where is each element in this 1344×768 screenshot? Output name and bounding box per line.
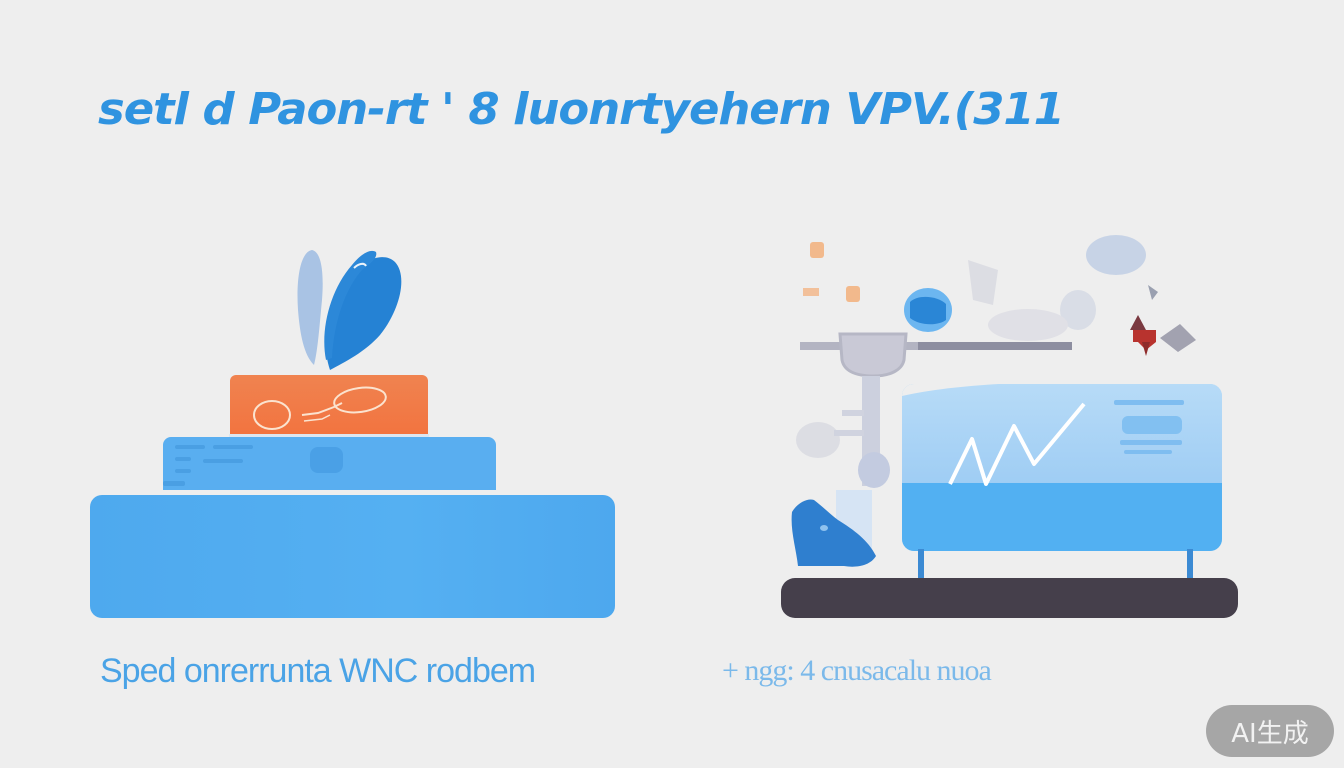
decor-line [175,445,205,449]
monitor-leg-right [1187,549,1193,579]
key-sketch-icon [253,386,387,430]
robot-arm-scene [791,235,1196,567]
line-chart-icon [902,384,1222,486]
ai-generated-badge: AI生成 [1206,705,1334,757]
base-layer [90,495,615,618]
page-title: setl d Paon-rt ' 8 luonrtyehern VPV.(311 [98,84,1065,135]
orange-card [230,375,428,437]
caption-right: + ngg: 4 cnusacalu nuoa [722,654,992,687]
caption-left: Sped onrerrunta WNC rodbem [100,652,536,690]
monitor-leg-left [918,549,924,579]
decor-line [213,445,253,449]
badge-label: AI生成 [1231,718,1309,749]
decor-blob [310,447,343,473]
decor-line [163,481,185,486]
ribbon-leaf-icon [297,250,402,370]
floor-bar [781,578,1238,618]
decor-line [203,459,243,463]
monitor-screen-bottom [902,483,1222,551]
decor-line [175,457,191,461]
chart-monitor [902,384,1222,551]
decor-line [175,469,191,473]
